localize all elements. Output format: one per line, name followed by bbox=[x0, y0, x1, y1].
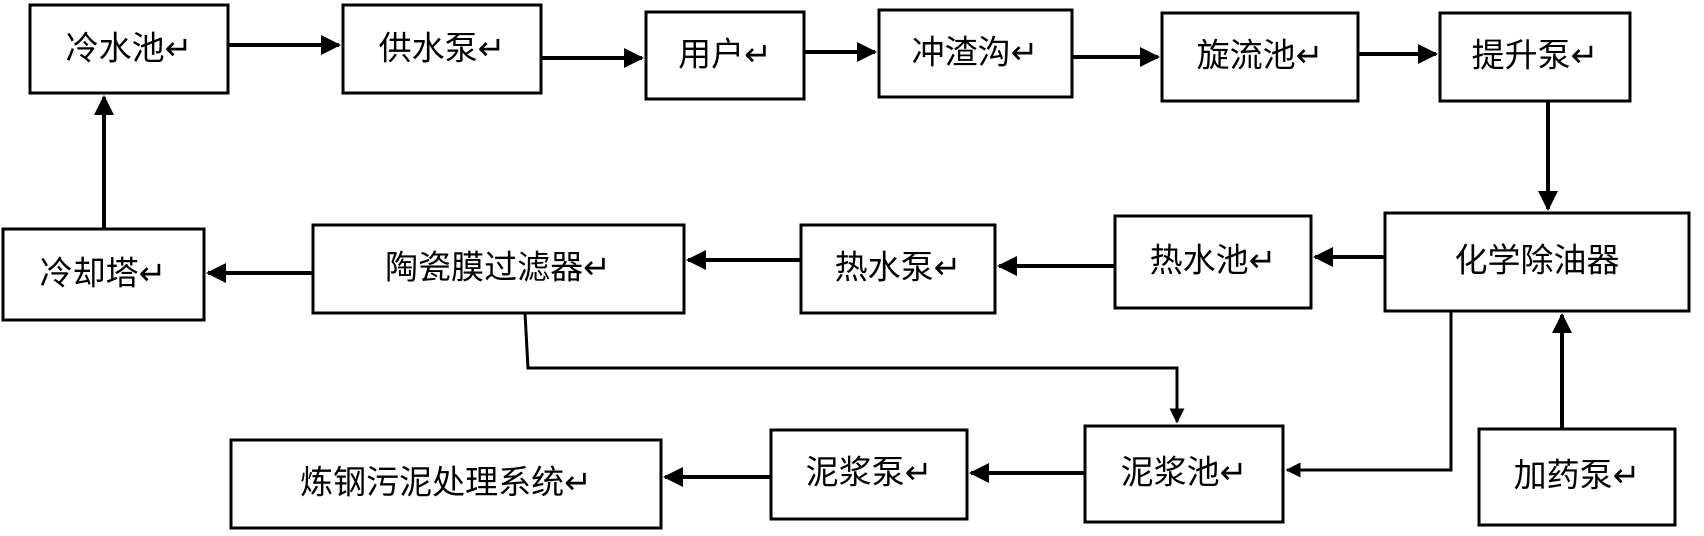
node-user: 用户↵ bbox=[644, 10, 806, 101]
node-label-hot-pump: 热水泵↵ bbox=[835, 248, 962, 287]
node-cold-pool: 冷水池↵ bbox=[28, 3, 230, 95]
node-label-supply-pump: 供水泵↵ bbox=[379, 29, 506, 68]
node-sludge-system: 炼钢污泥处理系统↵ bbox=[229, 438, 663, 530]
node-hot-pump: 热水泵↵ bbox=[799, 223, 997, 315]
node-label-cooling-tower: 冷却塔↵ bbox=[40, 254, 167, 293]
node-label-cold-pool: 冷水池↵ bbox=[66, 29, 193, 68]
node-slurry-pump: 泥浆泵↵ bbox=[769, 428, 969, 521]
node-label-chem-deoiler: 化学除油器 bbox=[1455, 241, 1620, 280]
node-label-lift-pump: 提升泵↵ bbox=[1472, 36, 1599, 75]
edge-ceramic-filter-to-slurry-pool bbox=[523, 312, 1185, 424]
edge-chem-deoiler-to-slurry-pool bbox=[1285, 311, 1453, 478]
node-label-sludge-system: 炼钢污泥处理系统↵ bbox=[300, 463, 592, 502]
node-label-hot-pool: 热水池↵ bbox=[1150, 241, 1277, 280]
node-supply-pump: 供水泵↵ bbox=[341, 3, 543, 95]
node-cyclone-pool: 旋流池↵ bbox=[1160, 11, 1360, 103]
node-label-user: 用户↵ bbox=[678, 35, 772, 74]
node-slag-trench: 冲渣沟↵ bbox=[877, 8, 1074, 99]
node-label-dosing-pump: 加药泵↵ bbox=[1514, 456, 1641, 495]
node-label-slurry-pump: 泥浆泵↵ bbox=[806, 453, 933, 492]
node-cooling-tower: 冷却塔↵ bbox=[1, 227, 206, 322]
node-ceramic-filter: 陶瓷膜过滤器↵ bbox=[311, 223, 686, 315]
node-chem-deoiler: 化学除油器 bbox=[1383, 211, 1691, 313]
node-label-cyclone-pool: 旋流池↵ bbox=[1197, 36, 1324, 75]
node-label-ceramic-filter: 陶瓷膜过滤器↵ bbox=[385, 248, 611, 287]
node-label-slurry-pool: 泥浆池↵ bbox=[1121, 453, 1248, 492]
node-hot-pool: 热水池↵ bbox=[1113, 214, 1313, 310]
node-slurry-pool: 泥浆池↵ bbox=[1083, 424, 1285, 524]
node-label-slag-trench: 冲渣沟↵ bbox=[912, 33, 1039, 72]
node-dosing-pump: 加药泵↵ bbox=[1477, 427, 1677, 527]
node-lift-pump: 提升泵↵ bbox=[1438, 11, 1632, 103]
